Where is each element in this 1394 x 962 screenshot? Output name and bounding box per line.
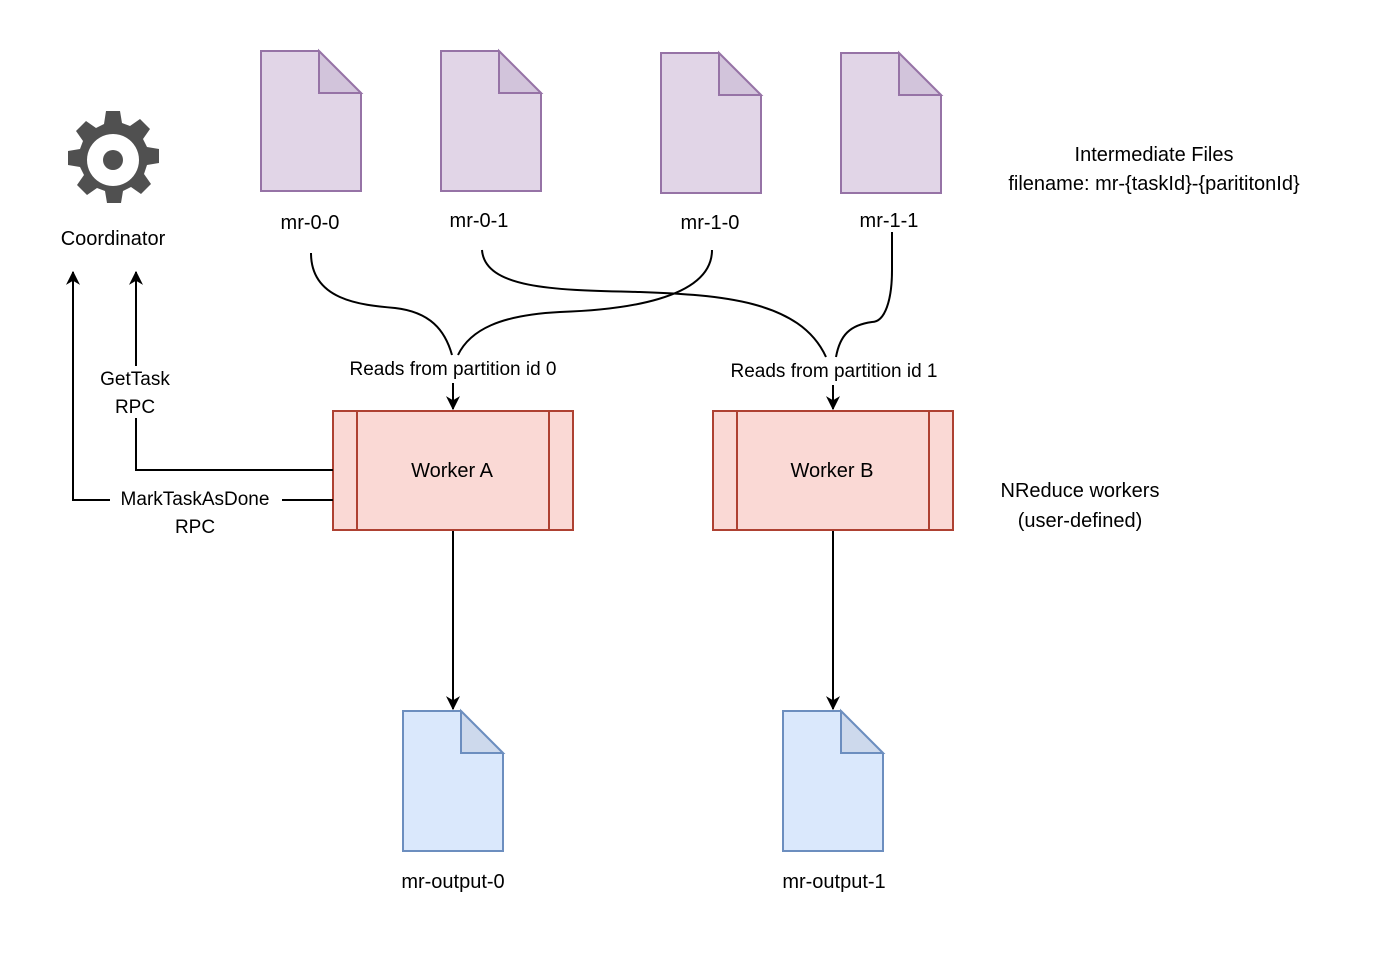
mark-done-label-line1: MarkTaskAsDone <box>121 489 270 510</box>
output-file-mr-output-1[interactable]: mr-output-1 <box>782 708 886 893</box>
file-fold <box>840 708 886 754</box>
intermediate-files-title: Intermediate Files <box>1075 144 1234 166</box>
file-fold <box>718 50 764 96</box>
coordinator-label: Coordinator <box>61 228 166 250</box>
file-fold <box>460 708 506 754</box>
file-label: mr-output-0 <box>401 871 504 893</box>
file-icon <box>440 50 542 192</box>
partition-1-label: Reads from partition id 1 <box>731 361 938 382</box>
mark-done-label-bg <box>110 486 282 512</box>
file-label: mr-0-0 <box>281 212 340 234</box>
workers-note-line1: NReduce workers <box>1001 480 1160 502</box>
worker-a[interactable]: Worker A <box>332 410 574 531</box>
file-fold <box>318 48 364 94</box>
edge-mr-0-1-to-worker-b[interactable] <box>481 249 827 358</box>
file-fold <box>898 50 944 96</box>
intermediate-file-mr-1-0[interactable]: mr-1-0 <box>660 50 764 234</box>
file-label: mr-0-1 <box>450 210 509 232</box>
edge-mr-1-1-to-worker-b[interactable] <box>835 232 893 358</box>
workers-note-line2: (user-defined) <box>1018 510 1143 532</box>
edge-mr-1-0-to-worker-a[interactable] <box>457 249 713 356</box>
file-icon <box>840 52 942 194</box>
intermediate-file-mr-0-0[interactable]: mr-0-0 <box>260 48 364 234</box>
file-fold <box>498 48 544 94</box>
file-label: mr-1-0 <box>681 212 740 234</box>
get-task-label-bg <box>90 366 182 418</box>
worker-box <box>712 410 954 531</box>
partition-0-label: Reads from partition id 0 <box>350 359 557 380</box>
intermediate-files-note: Intermediate Files filename: mr-{taskId}… <box>1008 144 1300 195</box>
worker-label: Worker A <box>411 460 494 482</box>
workers-note: NReduce workers (user-defined) <box>1001 480 1160 532</box>
worker-b[interactable]: Worker B <box>712 410 954 531</box>
file-icon <box>782 710 884 852</box>
file-label: mr-1-1 <box>860 210 919 232</box>
intermediate-files-subtitle: filename: mr-{taskId}-{parititonId} <box>1008 173 1300 195</box>
coordinator[interactable]: Coordinator <box>61 111 166 250</box>
edge-mr-0-0-to-worker-a[interactable] <box>310 252 453 356</box>
get-task-label-line2: RPC <box>115 397 155 418</box>
file-label: mr-output-1 <box>782 871 885 893</box>
edge-get-task-rpc[interactable] <box>129 270 333 471</box>
file-icon <box>660 52 762 194</box>
worker-label: Worker B <box>791 460 874 482</box>
gear-icon <box>68 111 159 203</box>
get-task-label-line1: GetTask <box>100 369 170 390</box>
mark-done-label-line2: RPC <box>175 517 215 538</box>
intermediate-file-mr-0-1[interactable]: mr-0-1 <box>440 48 544 232</box>
file-icon <box>402 710 504 852</box>
file-icon <box>260 50 362 192</box>
output-file-mr-output-0[interactable]: mr-output-0 <box>401 708 506 893</box>
intermediate-file-mr-1-1[interactable]: mr-1-1 <box>840 50 944 232</box>
